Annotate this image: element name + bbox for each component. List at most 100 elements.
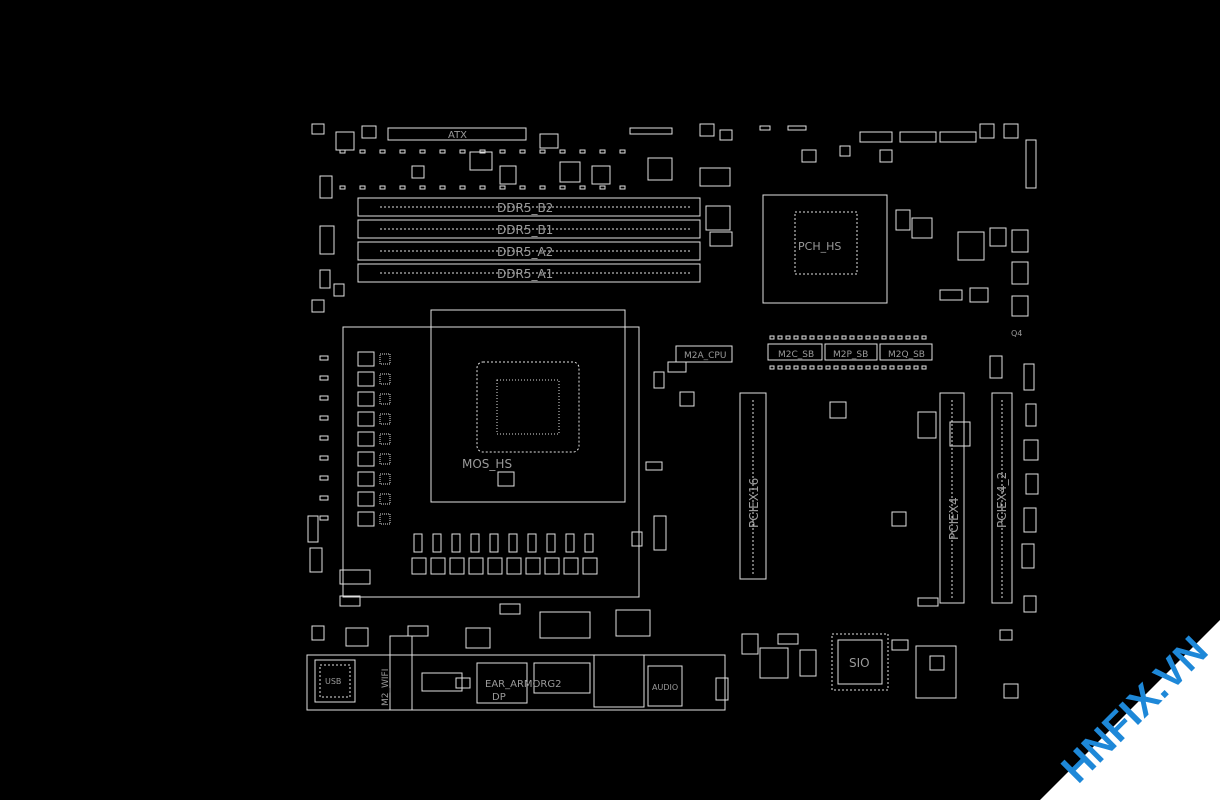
component [579,149,586,154]
sio-label: SIO [849,656,870,670]
m2c-sb-label: M2C_SB [778,350,814,360]
component [379,473,391,485]
component [897,365,903,370]
component [357,411,375,427]
component [563,557,579,575]
component [497,471,515,487]
component [865,365,871,370]
ddr5-a1-slot [357,263,701,283]
pch-outline [762,194,888,304]
component [809,335,815,340]
component [319,225,335,255]
component [357,491,375,507]
component [799,649,817,677]
component [1003,123,1019,139]
component [319,415,329,421]
ddr5-a2-label: DDR5_A2 [497,245,553,259]
component [311,123,325,135]
component [1011,229,1029,253]
component [499,603,521,615]
component [769,365,775,370]
ddr5-b2-slot [357,197,701,217]
component [929,655,945,671]
component [584,533,594,553]
component [539,611,591,639]
component [809,365,815,370]
component [859,131,893,143]
hnfix-watermark: HNFIX.VN [1040,620,1220,800]
component [1023,595,1037,613]
component [905,365,911,370]
component [459,185,466,190]
component [913,365,919,370]
component [679,391,695,407]
component [419,149,426,154]
component [379,493,391,505]
component [619,149,626,154]
component [891,639,909,651]
component [857,365,863,370]
component [359,185,366,190]
sio-chip [837,639,883,685]
component [709,231,733,247]
component [311,625,325,641]
m2a-cpu-slot [675,345,733,363]
component [801,365,807,370]
component [539,185,546,190]
component [506,557,522,575]
cpu-pad-array [476,361,580,453]
component [939,131,977,143]
component [379,393,391,405]
pch-hs-label: PCH_HS [798,240,841,253]
ddr5-b1-slot [357,219,701,239]
component [999,629,1013,641]
component [699,167,731,187]
component [499,149,506,154]
component [307,515,319,543]
m2c-sb-slot [767,343,823,361]
hdmi-label: EAR_ARMORG2 [485,679,561,690]
component [1011,295,1029,317]
component [379,433,391,445]
component [469,151,493,171]
component [419,185,426,190]
component [489,533,499,553]
component [519,149,526,154]
component [361,125,377,139]
component [989,355,1003,379]
component [379,149,386,154]
component [857,335,863,340]
component [1023,507,1037,533]
component [873,365,879,370]
component [357,371,375,387]
component [889,335,895,340]
component [785,365,791,370]
component [629,127,673,135]
component [989,227,1007,247]
component [647,157,673,181]
component [499,185,506,190]
atx-connector [387,127,527,141]
component [411,165,425,179]
m2p-sb-label: M2P_SB [833,350,868,360]
component [525,557,541,575]
component [653,371,665,389]
component [817,365,823,370]
component [899,131,937,143]
component [339,149,346,154]
component [432,533,442,553]
component [801,335,807,340]
watermark-triangle [1040,620,1220,800]
component [379,513,391,525]
component [439,185,446,190]
component [1025,403,1037,427]
component [465,627,491,649]
cpu-vrm-outline [342,326,640,598]
component [508,533,518,553]
component [777,633,799,645]
m2a-cpu-label: M2A_CPU [684,351,726,361]
component [319,515,329,521]
component [449,557,465,575]
component [865,335,871,340]
m2p-sb-slot [824,343,878,361]
